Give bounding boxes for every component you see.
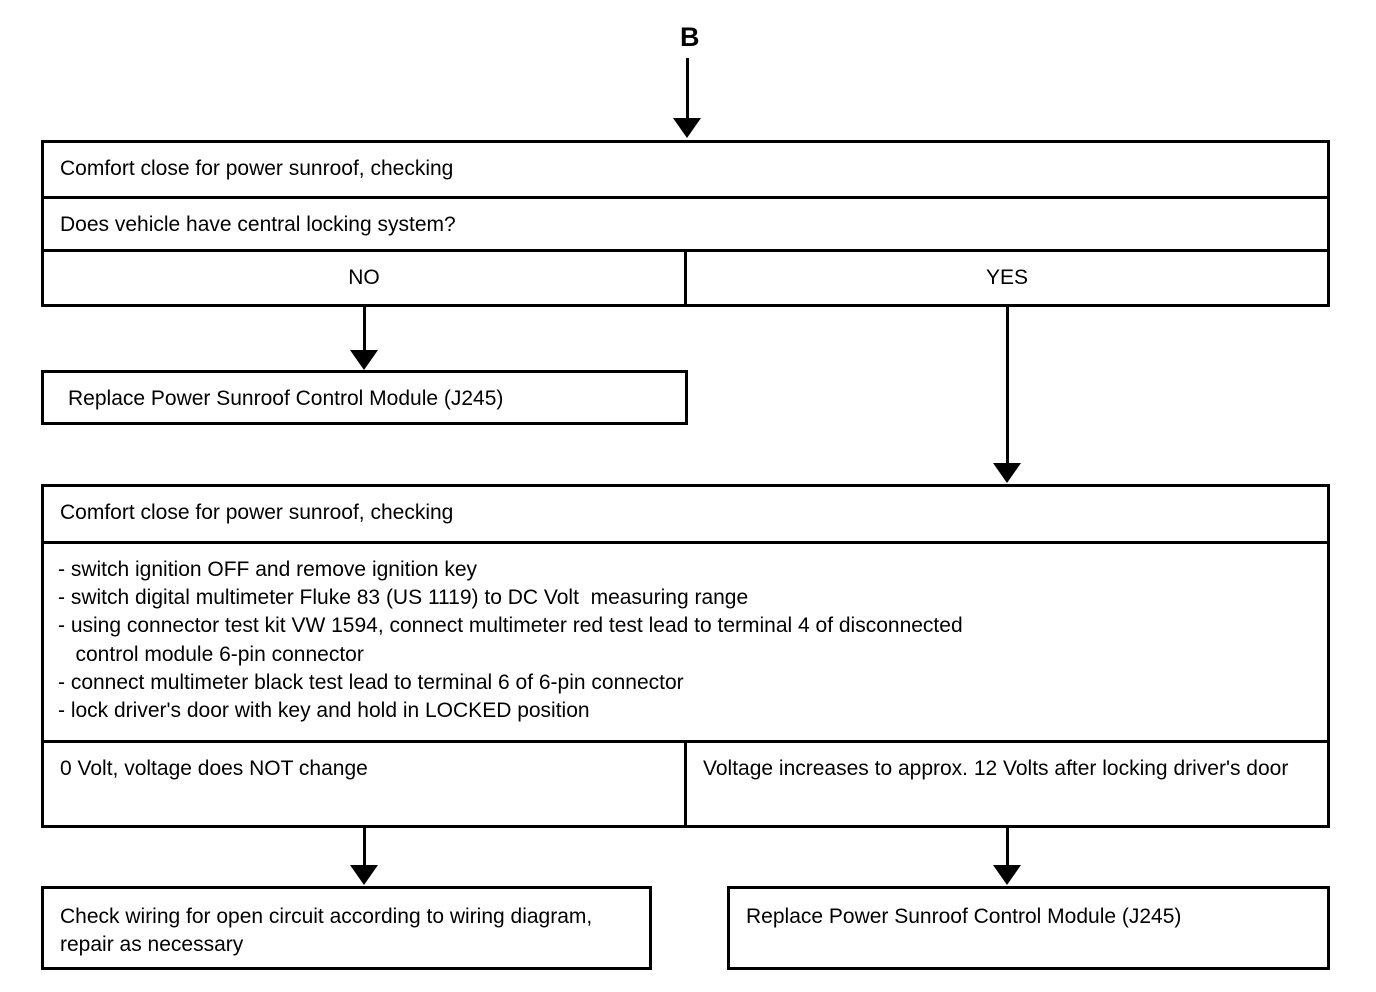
block3-results-row: 0 Volt, voltage does NOT change Voltage … <box>44 740 1327 825</box>
answer-no-cell[interactable]: NO <box>44 252 687 304</box>
entry-label-b: B <box>680 22 700 52</box>
block3-step-list: - switch ignition OFF and remove ignitio… <box>44 544 1327 740</box>
block4-text: Check wiring for open circuit according … <box>60 905 593 957</box>
step-item: - using connector test kit VW 1594, conn… <box>58 614 963 638</box>
block5-text: Replace Power Sunroof Control Module (J2… <box>746 905 1182 928</box>
connector-result-right-arrowhead <box>993 865 1021 885</box>
connector-entry-line <box>686 58 689 132</box>
connector-yes-line <box>1006 307 1009 468</box>
step-item: - switch digital multimeter Fluke 83 (US… <box>58 586 749 610</box>
connector-result-left-arrowhead <box>350 865 378 885</box>
step-item: - lock driver's door with key and hold i… <box>58 699 590 723</box>
block3-steps-row: - switch ignition OFF and remove ignitio… <box>44 541 1327 740</box>
connector-result-left-line <box>363 828 366 870</box>
block1-title-row: Comfort close for power sunroof, checkin… <box>44 143 1327 196</box>
block1-answer-row: NO YES <box>44 249 1327 304</box>
block2-text: Replace Power Sunroof Control Module (J2… <box>68 387 504 410</box>
block1-question-row: Does vehicle have central locking system… <box>44 196 1327 249</box>
block3-title-row: Comfort close for power sunroof, checkin… <box>44 487 1327 541</box>
block-question-central-locking: Comfort close for power sunroof, checkin… <box>41 140 1330 307</box>
block-measurement-procedure: Comfort close for power sunroof, checkin… <box>41 484 1330 828</box>
step-item: - connect multimeter black test lead to … <box>58 670 684 694</box>
result-voltage-increase-cell[interactable]: Voltage increases to approx. 12 Volts af… <box>703 757 1289 780</box>
block-replace-module-left: Replace Power Sunroof Control Module (J2… <box>41 370 688 425</box>
block1-question: Does vehicle have central locking system… <box>60 213 456 236</box>
result-no-change-cell[interactable]: 0 Volt, voltage does NOT change <box>44 743 687 825</box>
block3-title: Comfort close for power sunroof, checkin… <box>60 501 454 524</box>
step-item: - switch ignition OFF and remove ignitio… <box>58 558 478 581</box>
connector-no-line <box>363 307 366 355</box>
block-check-wiring: Check wiring for open circuit according … <box>41 886 652 970</box>
connector-no-arrowhead <box>350 350 378 370</box>
answer-yes-cell[interactable]: YES <box>985 266 1029 289</box>
block1-title: Comfort close for power sunroof, checkin… <box>60 157 454 180</box>
connector-yes-arrowhead <box>993 463 1021 483</box>
connector-entry-arrowhead <box>673 118 701 138</box>
connector-result-right-line <box>1006 828 1009 870</box>
block-replace-module-right: Replace Power Sunroof Control Module (J2… <box>727 886 1330 970</box>
step-item: control module 6-pin connector <box>58 642 364 666</box>
